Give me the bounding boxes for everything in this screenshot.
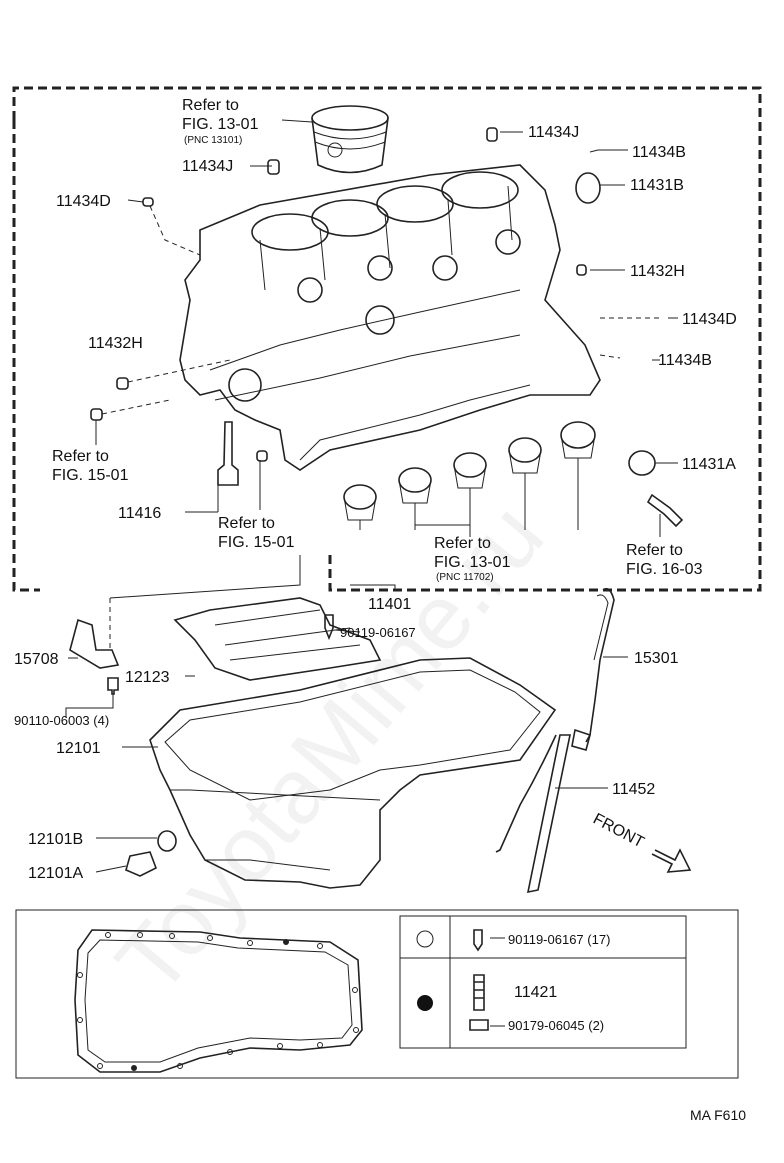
- label-11431A: 11431A: [682, 456, 736, 473]
- cylinder-block-drawing: [179, 164, 601, 471]
- label-12101: 12101: [56, 740, 101, 757]
- legend-row2-part-b: 90179-06045 (2): [508, 1018, 604, 1033]
- refer-1301-pnc: (PNC 11702): [436, 572, 494, 583]
- bottom-panel: [15, 909, 739, 1079]
- refer-1501a-line1: Refer to: [52, 448, 109, 465]
- label-12123: 12123: [125, 669, 170, 686]
- bolt-90110: [107, 677, 119, 695]
- label-11434D-b: 11434D: [682, 311, 737, 328]
- label-11434B-b: 11434B: [658, 352, 712, 369]
- label-front: FRONT: [590, 811, 647, 852]
- label-90119: 90119-06167: [340, 625, 416, 640]
- label-11434D-a: 11434D: [56, 193, 111, 210]
- label-11434B-a: 11434B: [632, 144, 686, 161]
- label-11434J-a: 11434J: [528, 124, 579, 141]
- oil-pan-drawing: [149, 657, 557, 889]
- refer-piston-line2: FIG. 13-01: [182, 116, 259, 133]
- label-11452: 11452: [612, 781, 655, 798]
- drain-gasket: [157, 830, 177, 852]
- label-12101B: 12101B: [28, 831, 83, 848]
- label-11432H-b: 11432H: [88, 335, 143, 352]
- label-11401: 11401: [368, 596, 411, 613]
- part-labels: Refer to FIG. 13-01 (PNC 13101) 11434J 1…: [14, 97, 737, 882]
- piston-drawing: [311, 105, 389, 174]
- bolt-90119: [324, 614, 334, 641]
- open-circle-icon: [416, 930, 434, 948]
- refer-1501b-line2: FIG. 15-01: [218, 534, 295, 551]
- label-11416: 11416: [118, 505, 161, 522]
- baffle-plate: [173, 597, 382, 681]
- refer-1301-line1: Refer to: [434, 535, 491, 552]
- refer-1501a-line2: FIG. 15-01: [52, 467, 129, 484]
- drain-plug: [125, 851, 158, 877]
- block-group-border: [12, 86, 762, 592]
- front-arrow: [651, 848, 692, 873]
- label-90110: 90110-06003 (4): [14, 713, 109, 728]
- leader-lines: [65, 119, 678, 873]
- refer-1603-line2: FIG. 16-03: [626, 561, 703, 578]
- refer-1301-line2: FIG. 13-01: [434, 554, 511, 571]
- filled-circle-icon: [417, 995, 433, 1011]
- legend-row2-part-a: 11421: [514, 984, 557, 1001]
- label-11431B: 11431B: [630, 177, 684, 194]
- refer-1603-line1: Refer to: [626, 542, 683, 559]
- label-15301: 15301: [634, 650, 679, 667]
- legend-table: 90119-06167 (17) 11421 90179-06045 (2): [399, 915, 687, 1049]
- refer-piston-pnc: (PNC 13101): [184, 135, 242, 146]
- gasket-outline: [74, 929, 363, 1073]
- label-11432H-a: 11432H: [630, 263, 685, 280]
- dipstick-guide: [526, 734, 571, 894]
- label-12101A: 12101A: [28, 865, 83, 882]
- small-plugs: [90, 127, 684, 528]
- bracket-15708: [69, 618, 120, 669]
- diagram-code: MA F610: [690, 1107, 746, 1123]
- label-15708: 15708: [14, 651, 59, 668]
- dipstick: [585, 587, 615, 743]
- refer-1501b-line1: Refer to: [218, 515, 275, 532]
- legend-row1-part: 90119-06167 (17): [508, 932, 610, 947]
- refer-piston-line1: Refer to: [182, 97, 239, 114]
- label-11434J-b: 11434J: [182, 158, 233, 175]
